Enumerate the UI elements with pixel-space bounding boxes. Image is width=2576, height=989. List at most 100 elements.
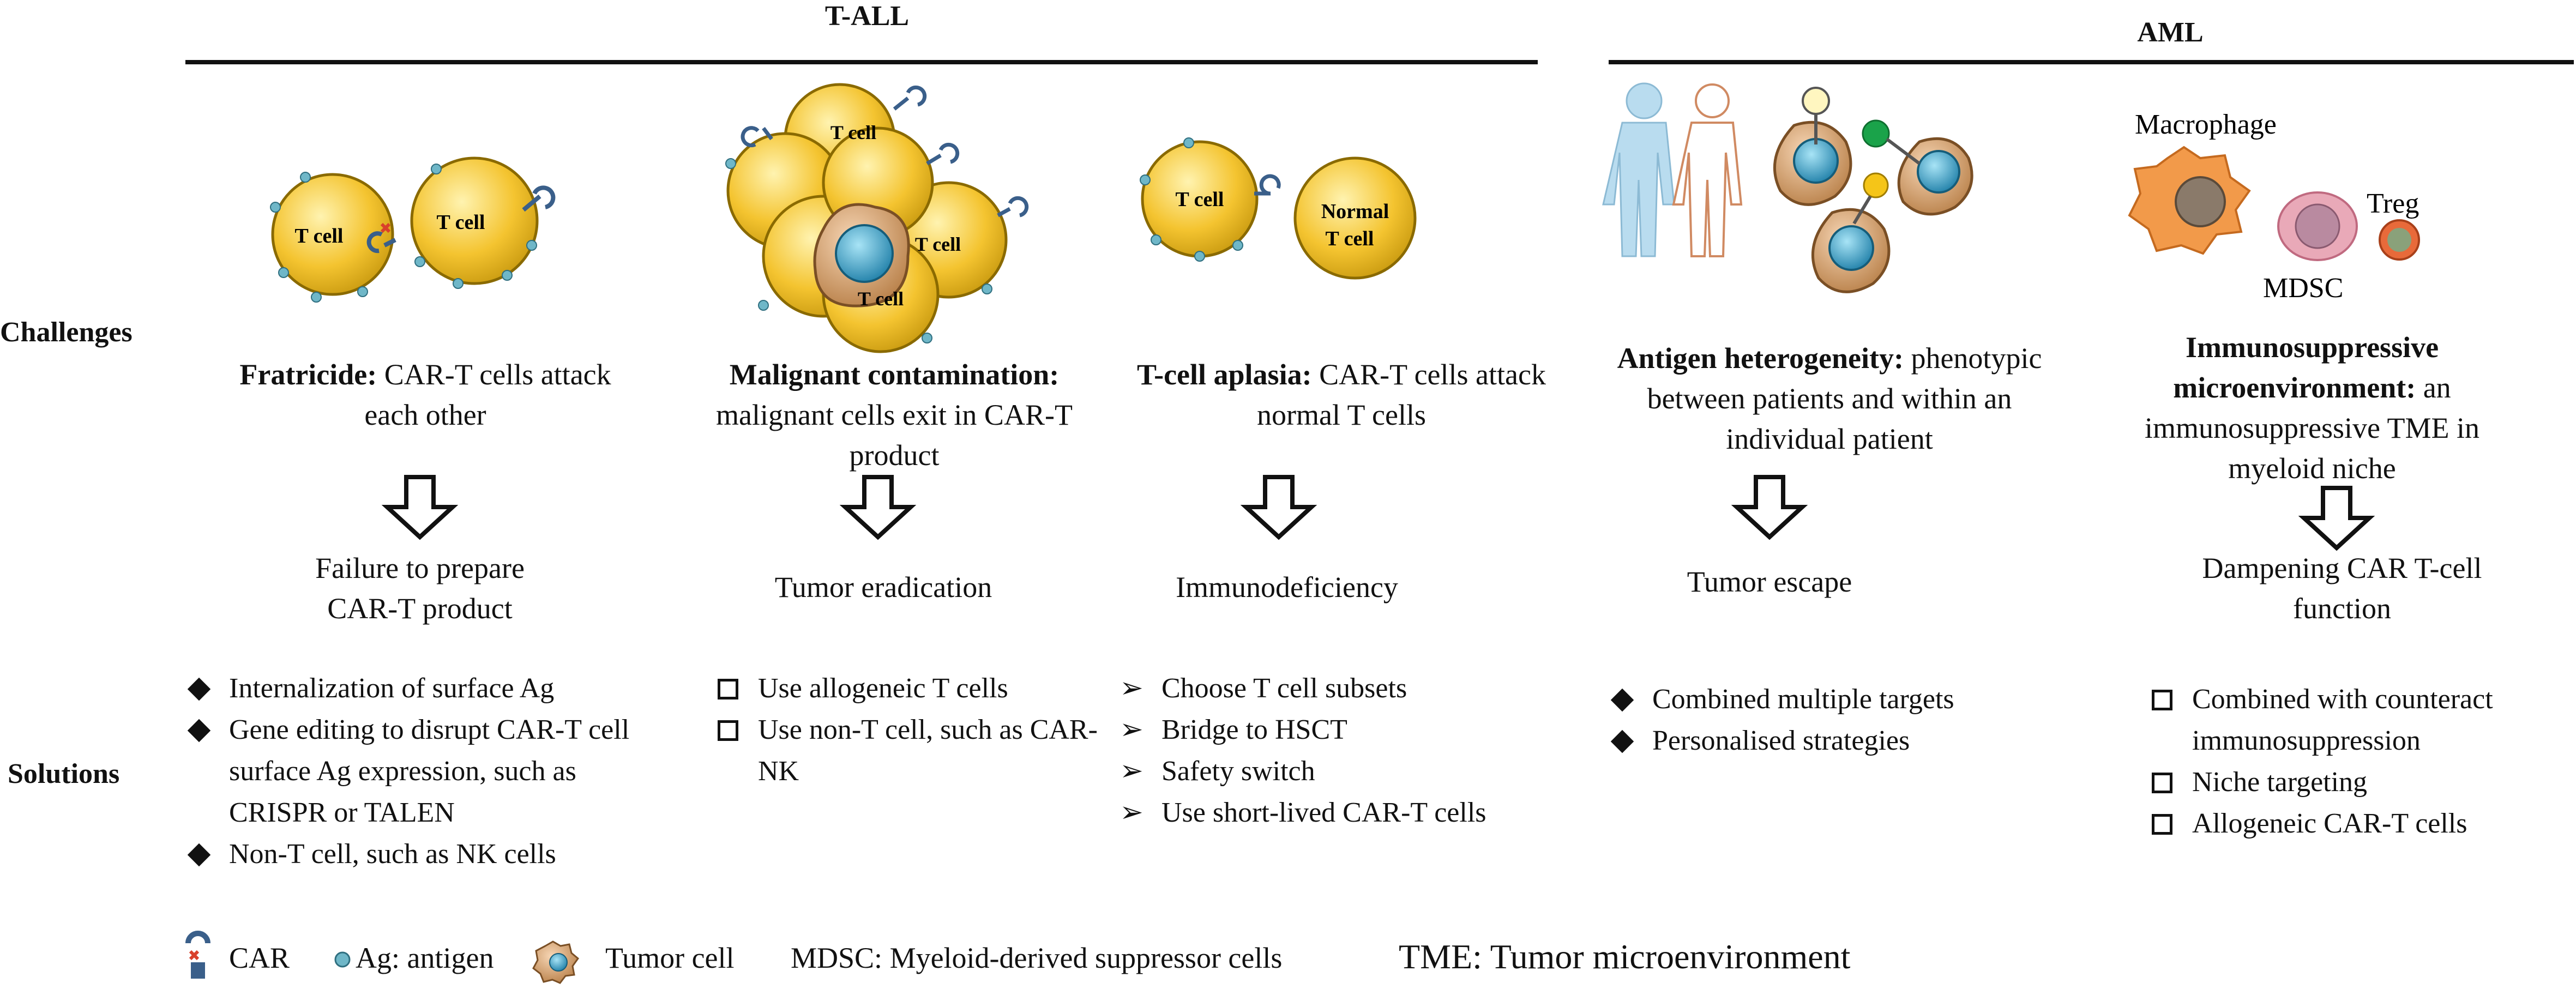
solution-item: Use allogeneic T cells <box>709 668 1112 709</box>
checkbox-bullet-icon <box>2143 679 2181 722</box>
fratricide-illustration: T cell T cell <box>270 156 556 303</box>
solution-list: Combined multiple targets Personalised s… <box>1603 679 2072 762</box>
challenge-heading: T-cell aplasia: <box>1137 358 1312 391</box>
car-receptor <box>926 142 960 166</box>
challenge-text: Antigen heterogeneity: phenotypic betwee… <box>1598 338 2061 459</box>
solution-item: Internalization of surface Ag <box>180 668 671 709</box>
checkbox-bullet-icon <box>2143 803 2181 847</box>
diamond-bullet-icon <box>1603 679 1641 720</box>
challenge-text: T-cell aplasia: CAR-T cells attack norma… <box>1123 354 1560 435</box>
solution-item: Niche targeting <box>2143 762 2574 803</box>
checkbox-bullet-icon <box>709 668 747 711</box>
challenge-description: an immunosuppressive TME in myeloid nich… <box>2145 371 2479 485</box>
antigen-dot <box>1183 137 1194 148</box>
antigen-dot <box>1151 234 1161 245</box>
solution-list: ➢Choose T cell subsets ➢ Bridge to HSCT ➢… <box>1112 668 1581 834</box>
t-cell-aplasia-illustration: T cell Normal T cell <box>1140 137 1417 280</box>
down-arrow <box>1731 475 1808 540</box>
solution-item: Use non-T cell, such as CAR-NK <box>709 709 1112 792</box>
tumor-cell <box>1862 119 1973 216</box>
challenge-heading: Antigen heterogeneity: <box>1617 342 1904 375</box>
challenge-text: Malignant contamination: malignant cells… <box>671 354 1118 475</box>
macrophage <box>2128 146 2251 255</box>
tumor-cell <box>813 203 910 307</box>
antigen-dot <box>278 267 289 278</box>
antigen-dot <box>311 292 322 303</box>
t-cell-label: T cell <box>858 288 904 310</box>
section-rule-aml <box>1609 60 2574 64</box>
t-cell: T cell <box>1140 137 1259 262</box>
solutions-label: Solutions <box>8 758 120 789</box>
solution-item: Combined with counteract immunosuppressi… <box>2143 679 2574 762</box>
macrophage-label: Macrophage <box>2135 109 2277 140</box>
outcome-text: Tumor escape <box>1687 565 1852 598</box>
solution-text: Internalization of surface Ag <box>229 673 555 704</box>
legend-tumor-cell-label: Tumor cell <box>605 942 735 974</box>
tumor-cell <box>1773 87 1852 206</box>
solution-text: Niche targeting <box>2192 767 2368 798</box>
solution-list: Combined with counteract immunosuppressi… <box>2143 679 2574 845</box>
human-figure <box>1672 83 1743 257</box>
cross-link <box>380 222 391 233</box>
solution-text: Gene editing to disrupt CAR-T cell surfa… <box>229 714 630 828</box>
checkbox-bullet-icon <box>2143 762 2181 805</box>
antigen-dot <box>270 202 281 213</box>
t-cell-label: T cell <box>436 211 485 234</box>
outcome-text: Dampening CAR T-cell function <box>2202 552 2482 625</box>
section-title-aml: AML <box>2137 17 2204 48</box>
legend-tumor-cell-icon <box>532 940 580 984</box>
car-receptor <box>366 231 396 254</box>
t-cell: T cell <box>366 156 556 289</box>
car-receptor <box>741 126 773 148</box>
arrowhead-bullet-icon: ➢ <box>1120 673 1143 704</box>
antigen-dot <box>1232 240 1243 251</box>
challenge-heading: Fratricide: <box>239 358 377 391</box>
normal-t-cell-label: T cell <box>1325 227 1374 250</box>
challenge-heading: Malignant contamination: <box>729 358 1060 391</box>
solution-text: Use non-T cell, such as CAR-NK <box>758 714 1098 787</box>
solution-text: Bridge to HSCT <box>1161 714 1347 745</box>
diamond-bullet-icon <box>1603 720 1641 762</box>
antigen-dot <box>300 172 311 183</box>
car-receptor <box>1254 174 1281 196</box>
legend-car-icon <box>185 931 210 979</box>
normal-t-cell: Normal T cell <box>1293 156 1417 280</box>
immunosuppressive-microenvironment-illustration: Macrophage MDSC Treg <box>2128 109 2420 304</box>
solution-item: ➢ Use short-lived CAR-T cells <box>1112 792 1581 834</box>
solution-item: Non-T cell, such as NK cells <box>180 834 671 875</box>
checkbox-bullet-icon <box>709 709 747 753</box>
solution-item: Combined multiple targets <box>1603 679 2072 720</box>
solution-item: Gene editing to disrupt CAR-T cell surfa… <box>180 709 671 834</box>
arrowhead-bullet-icon: ➢ <box>1120 797 1143 828</box>
down-arrow <box>2298 486 2375 551</box>
solution-item: ➢ Bridge to HSCT <box>1112 709 1581 751</box>
t-cell: T cell <box>270 172 394 303</box>
legend-tme-label: TME: Tumor microenvironment <box>1399 937 1851 976</box>
tumor-cell <box>1811 172 1891 293</box>
diamond-bullet-icon <box>180 709 218 751</box>
solution-item: ➢Choose T cell subsets <box>1112 668 1581 709</box>
solution-text: Use short-lived CAR-T cells <box>1161 797 1486 828</box>
challenge-text: Fratricide: CAR-T cells attack each othe… <box>218 354 633 435</box>
human-figure <box>1602 82 1675 257</box>
treg <box>2379 219 2420 261</box>
challenge-description: CAR-T cells attack normal T cells <box>1257 358 1546 431</box>
antigen-dot <box>1140 174 1151 185</box>
challenge-description: CAR-T cells attack each other <box>364 358 611 431</box>
t-cell-label: T cell <box>915 233 961 255</box>
arrowhead-bullet-icon: ➢ <box>1120 756 1143 787</box>
antigen-heterogeneity-illustration <box>1602 82 1973 293</box>
mdsc-label: MDSC <box>2263 273 2343 304</box>
outcome-text: Failure to prepare CAR-T product <box>315 552 525 625</box>
challenge-description: malignant cells exit in CAR-T product <box>716 399 1073 472</box>
t-cell-label: T cell <box>830 122 876 143</box>
arrowhead-bullet-icon: ➢ <box>1120 714 1143 745</box>
normal-t-cell-label: Normal <box>1321 200 1389 223</box>
antigen-dot <box>453 278 464 289</box>
solution-text: Use allogeneic T cells <box>758 673 1008 704</box>
challenge-description: phenotypic between patients and within a… <box>1647 342 2042 455</box>
car-receptor <box>522 185 556 212</box>
antigen-dot <box>758 300 769 311</box>
solution-item: Personalised strategies <box>1603 720 2072 762</box>
solution-text: Allogeneic CAR-T cells <box>2192 808 2467 839</box>
